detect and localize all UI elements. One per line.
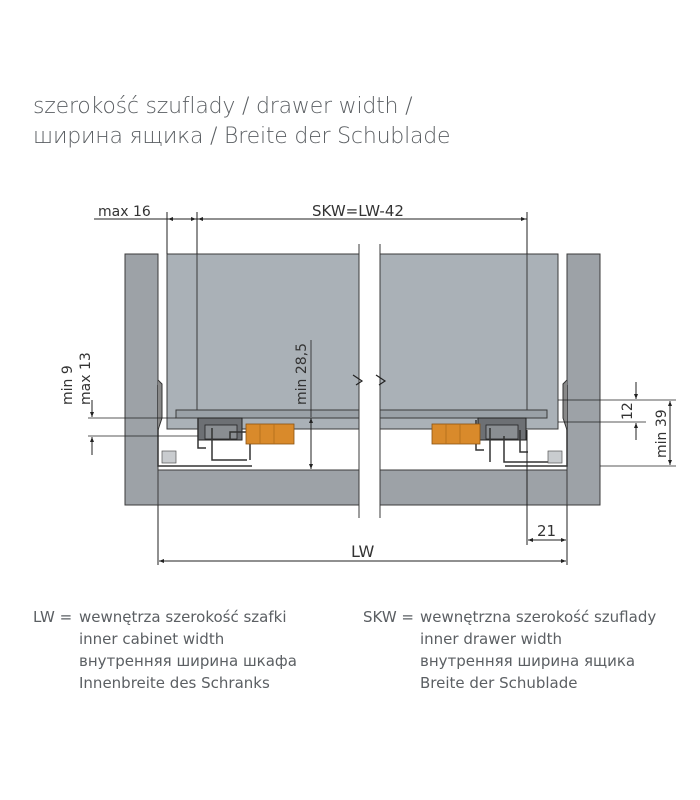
cabinet-bottom-right [379,469,568,506]
drawer-body-right [379,253,559,430]
cabinet-bottom-left [157,469,360,506]
legend-skw-line-de: Breite der Schublade [420,674,578,692]
roller-right [431,423,481,445]
title-line-2: ширина ящика / Breite der Schublade [33,124,451,149]
dim-max16: max 16 [98,204,151,220]
legend-lw-line-pl: wewnętrza szerokość szafki [79,608,287,626]
legend-lw-line-en: inner cabinet width [79,630,225,648]
legend-skw-line-pl: wewnętrzna szerokość szuflady [420,608,657,626]
diagram-title: szerokość szuflady / drawer width / шири… [33,92,451,152]
legend-lw-line-de: Innenbreite des Schranks [79,674,270,692]
dim-12: 12 [620,402,636,420]
dim-min9: min 9 [60,365,76,405]
drawer-bottom-right [379,409,548,419]
roller-left [245,423,295,445]
cabinet-right-side [566,253,601,506]
legend-skw-line-en: inner drawer width [420,630,563,648]
dim-21: 21 [537,522,556,540]
break-symbol-left [352,374,364,386]
dim-lw: LW [351,542,374,561]
cabinet-left-side [124,253,159,506]
legend-lw-key: LW = [33,608,73,626]
drawer-bottom-left [175,409,360,419]
dim-min39: min 39 [654,409,670,458]
legend-lw-line-ru: внутренняя ширина шкафа [79,652,297,670]
runner-right [475,379,568,467]
legend-skw-line-ru: внутренняя ширина ящика [420,652,636,670]
runner-left [157,379,252,467]
dim-min28-5: min 28,5 [294,343,310,405]
legend-skw-key: SKW = [363,608,414,626]
dim-skw: SKW=LW-42 [312,202,404,220]
title-line-1: szerokość szuflady / drawer width / [33,94,413,119]
break-symbol-right [375,374,387,386]
dim-max13: max 13 [78,352,94,405]
drawer-body-left [166,253,360,430]
